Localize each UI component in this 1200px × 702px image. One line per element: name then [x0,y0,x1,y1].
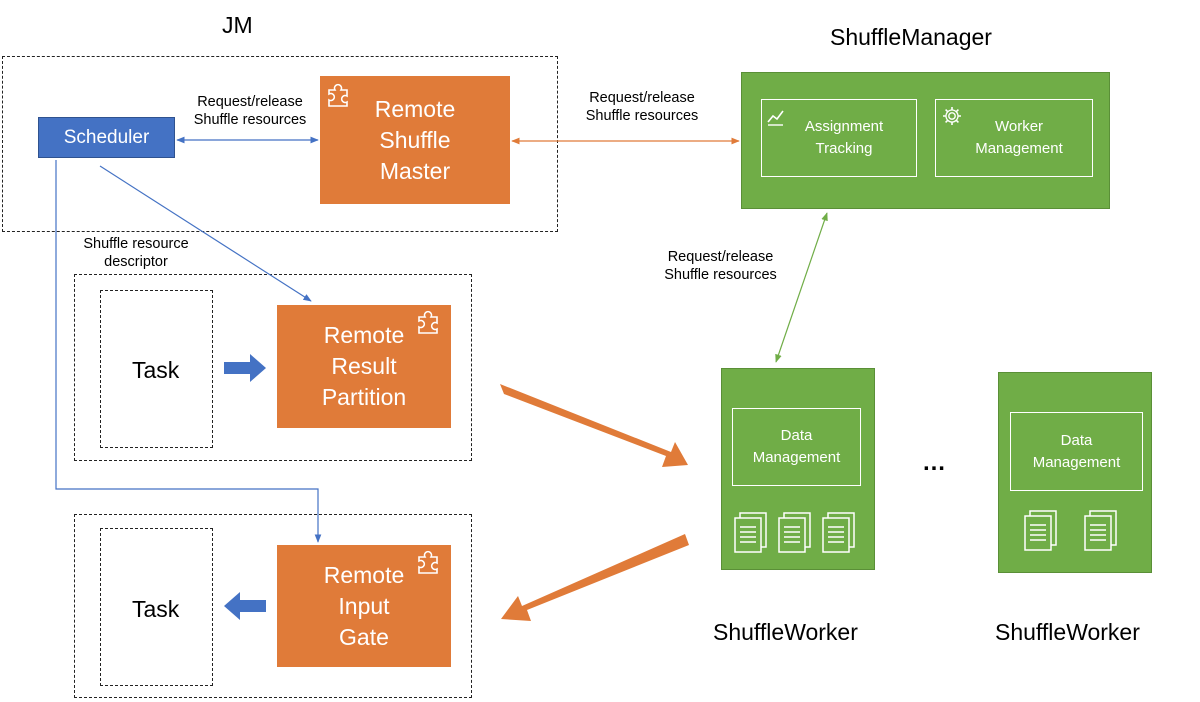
analytics-icon [765,105,787,132]
remote-input-gate[interactable]: Remote Input Gate [277,545,451,667]
document-icon [778,512,814,559]
gear-icon [941,105,963,132]
task-container-bottom [74,514,472,698]
task-to-partition-arrow [224,354,266,382]
scheduler-box[interactable]: Scheduler [38,117,175,158]
puzzle-icon [326,81,354,114]
label-resource-descriptor: Shuffle resource descriptor [83,236,189,270]
task-box-top[interactable] [100,290,213,448]
shuffle-worker-title-1: ShuffleWorker [713,619,858,645]
puzzle-icon [416,548,444,581]
shuffle-worker-title-2: ShuffleWorker [995,619,1140,645]
shuffle-manager-title: ShuffleManager [830,24,992,50]
manager-worker-connector [775,212,828,363]
partition-to-worker-arrow [500,384,688,467]
data-management-box-2[interactable]: Data Management [1010,412,1143,491]
remote-result-partition[interactable]: Remote Result Partition [277,305,451,428]
document-icon [734,512,770,559]
assignment-tracking-box[interactable]: Assignment Tracking [761,99,917,177]
task-label-bottom: Task [132,596,180,622]
inputgate-to-task-arrow [224,592,266,620]
worker-to-inputgate-arrow [501,534,689,621]
label-master-to-manager: Request/release Shuffle resources [585,90,699,124]
document-icon [822,512,858,559]
remote-shuffle-master[interactable]: Remote Shuffle Master [320,76,510,204]
worker-management-box[interactable]: Worker Management [935,99,1093,177]
jm-title: JM [222,12,253,38]
label-manager-to-worker: Request/release Shuffle resources [664,249,777,283]
task-label-top: Task [132,357,180,383]
scheduler-partition-connector [99,165,312,302]
task-container-top [74,274,472,461]
puzzle-icon [416,308,444,341]
shuffle-worker-box-2[interactable] [998,372,1152,573]
scheduler-inputgate-connector [55,160,322,543]
document-icon [1024,510,1060,557]
task-box-bottom[interactable] [100,528,213,686]
document-icon [1084,510,1120,557]
data-management-box-1[interactable]: Data Management [732,408,861,486]
label-scheduler-to-master: Request/release Shuffle resources [193,94,307,128]
ellipsis: … [922,449,946,476]
shuffle-manager-box[interactable] [741,72,1110,209]
